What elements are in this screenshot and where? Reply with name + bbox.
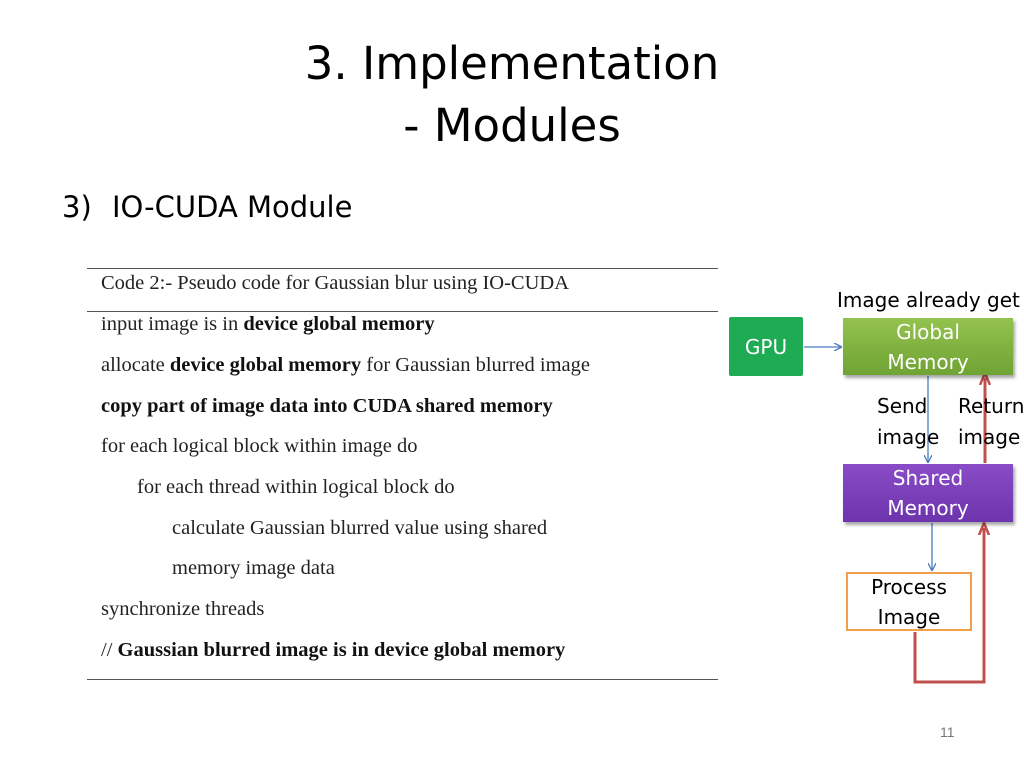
code-segment: device global memory	[243, 313, 435, 335]
code-line: calculate Gaussian blurred value using s…	[172, 517, 547, 540]
section-number: 3)	[62, 190, 92, 224]
code-segment: memory image data	[172, 557, 335, 579]
code-segment: for Gaussian blurred image	[361, 354, 590, 376]
code-segment: device global memory	[169, 354, 362, 376]
send-label-line-1: Send	[877, 394, 928, 418]
image-already-get-label: Image already get	[837, 288, 1020, 312]
code-segment: for each logical block within image do	[101, 435, 418, 457]
code-line: for each logical block within image do	[101, 435, 418, 458]
code-line: allocate device global memory for Gaussi…	[101, 354, 590, 377]
code-segment: input image is in	[101, 313, 244, 335]
code-line: for each thread within logical block do	[137, 476, 455, 499]
code-segment: synchronize threads	[101, 598, 265, 620]
code-segment: Gaussian blurred image is in device glob…	[117, 639, 566, 661]
code-line: input image is in device global memory	[101, 313, 435, 336]
code-line: // Gaussian blurred image is in device g…	[101, 639, 565, 662]
return-label-line-1: Return	[958, 394, 1024, 418]
section-heading: 3) IO-CUDA Module	[62, 188, 352, 226]
return-image-label: Return image	[958, 391, 1024, 453]
code-segment: calculate Gaussian blurred value using s…	[172, 517, 548, 539]
send-image-label: Send image	[877, 391, 939, 453]
page-number: 11	[940, 724, 955, 740]
shared-memory-label-2: Memory	[887, 496, 969, 520]
global-memory-label-2: Memory	[887, 349, 969, 374]
title-line-1: 3. Implementation	[304, 37, 720, 90]
code-line: synchronize threads	[101, 598, 264, 621]
global-memory-box: Global Memory	[843, 318, 1013, 375]
code-line: copy part of image data into CUDA shared…	[101, 395, 553, 418]
gpu-label: GPU	[744, 334, 788, 359]
process-image-label-2: Image	[877, 604, 941, 629]
title-line-2: - Modules	[403, 99, 621, 152]
code-caption: Code 2:- Pseudo code for Gaussian blur u…	[101, 272, 570, 294]
shared-memory-box: Shared Memory	[843, 464, 1013, 522]
return-label-line-2: image	[958, 425, 1021, 449]
section-title: IO-CUDA Module	[112, 190, 353, 224]
process-image-label-1: Process	[871, 574, 947, 599]
code-segment: //	[101, 639, 118, 661]
caption-divider	[87, 311, 718, 312]
send-label-line-2: image	[877, 425, 940, 449]
pseudo-code-table: Code 2:- Pseudo code for Gaussian blur u…	[87, 268, 718, 680]
code-segment: allocate	[101, 354, 170, 376]
code-line: memory image data	[172, 557, 335, 580]
process-return-arrow	[913, 528, 984, 684]
process-image-box: Process Image	[846, 572, 972, 631]
slide-title: 3. Implementation - Modules	[0, 33, 1024, 157]
global-memory-label-1: Global	[896, 319, 960, 344]
shared-memory-label-1: Shared	[892, 466, 964, 490]
code-segment: for each thread within logical block do	[137, 476, 455, 498]
gpu-box: GPU	[729, 317, 803, 376]
code-segment: copy part of image data into CUDA shared…	[101, 395, 553, 417]
